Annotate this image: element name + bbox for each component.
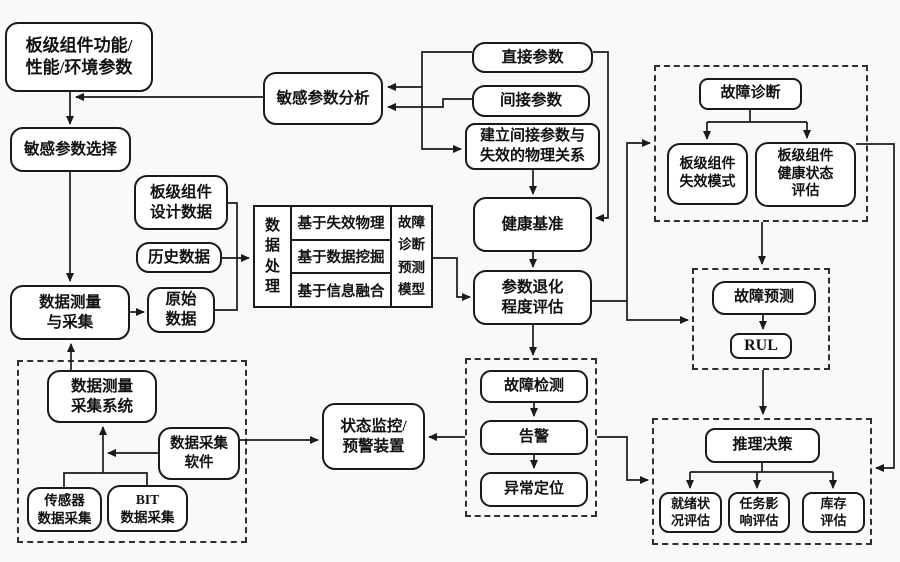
node-fault-detect: 故障检测 [480, 370, 588, 403]
node-failure-mode: 板级组件 失效模式 [667, 143, 748, 205]
node-readiness-eval: 就绪状 况评估 [659, 492, 722, 533]
method-physics-of-failure: 基于失效物理 [297, 216, 385, 233]
node-history-data: 历史数据 [136, 242, 222, 273]
group-fault-detection [465, 358, 597, 517]
method-info-fusion: 基于信息融合 [292, 272, 390, 306]
node-mission-eval: 任务影 响评估 [728, 492, 790, 533]
node-establish-relation: 建立间接参数与 失效的物理关系 [465, 123, 600, 170]
node-rul: RUL [730, 333, 792, 359]
node-daq-software: 数据采集 软件 [158, 427, 240, 480]
node-anomaly-locate: 异常定位 [480, 472, 588, 507]
node-indirect-param: 间接参数 [472, 85, 590, 117]
node-fault-diagnosis: 故障诊断 [699, 78, 802, 110]
data-processing-label: 数 据 处 理 [255, 207, 292, 306]
node-direct-param: 直接参数 [472, 42, 593, 73]
group-daq-system [17, 360, 247, 543]
node-sensor-daq: 传感器 数据采集 [27, 487, 102, 532]
node-fault-prediction: 故障预测 [712, 281, 816, 315]
node-measure-collect: 数据测量 与采集 [10, 285, 130, 340]
node-data-processing: 数 据 处 理 基于失效物理 基于数据挖掘 基于信息融合 故障 诊断 预测 模型 [253, 205, 433, 308]
node-degradation-eval: 参数退化 程度评估 [473, 270, 592, 325]
node-bit-daq: BIT 数据采集 [107, 485, 188, 532]
node-alarm: 告警 [480, 420, 588, 455]
node-decision: 推理决策 [705, 428, 820, 463]
node-board-params: 板级组件功能/ 性能/环境参数 [5, 22, 153, 92]
node-raw-data: 原始 数据 [147, 287, 215, 333]
node-sensitive-select: 敏感参数选择 [10, 127, 131, 172]
node-inventory-eval: 库存 评估 [802, 492, 865, 533]
method-data-mining: 基于数据挖掘 [292, 238, 390, 273]
group-decision [652, 418, 872, 545]
diag-predict-model-label: 故障 诊断 预测 模型 [390, 207, 431, 306]
node-daq-system: 数据测量 采集系统 [47, 370, 157, 423]
node-health-baseline: 健康基准 [473, 197, 592, 252]
node-monitor-device: 状态监控/ 预警装置 [322, 403, 425, 470]
node-health-assess: 板级组件 健康状态 评估 [755, 142, 856, 207]
node-sensitive-analysis: 敏感参数分析 [263, 72, 383, 125]
node-design-data: 板级组件 设计数据 [134, 175, 228, 230]
group-fault-prediction [692, 268, 830, 370]
